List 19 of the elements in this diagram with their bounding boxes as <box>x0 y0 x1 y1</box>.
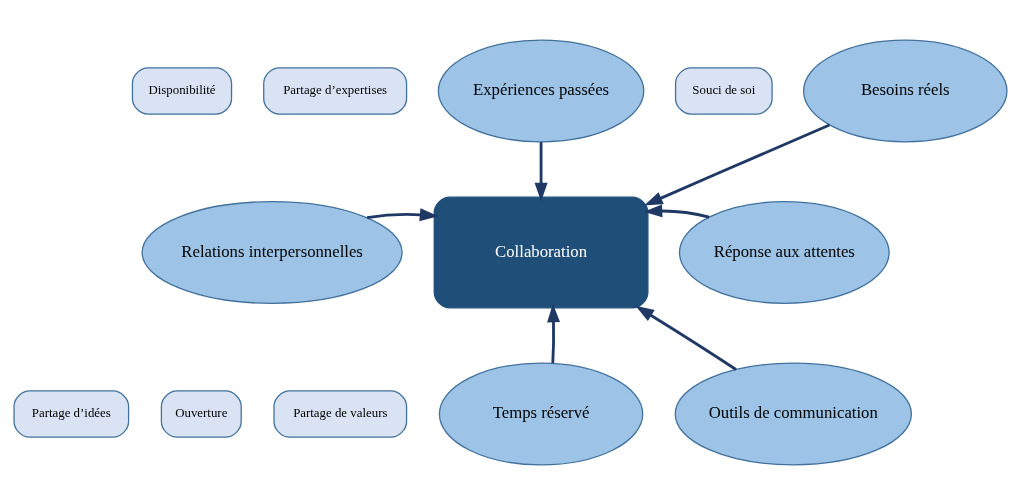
node-ellipse: Relations interpersonnelles <box>141 200 403 304</box>
arrow <box>644 123 831 206</box>
node-ellipse: Besoins réels <box>802 39 1008 142</box>
node-box: Ouverture <box>160 389 242 438</box>
node-ellipse: Outils de communication <box>674 362 913 465</box>
arrow <box>366 207 439 221</box>
node-ellipse: Expériences passées <box>437 39 645 142</box>
arrow <box>635 305 737 371</box>
arrow <box>534 141 548 201</box>
arrow <box>643 203 710 218</box>
node-box: Partage d’expertises <box>263 66 408 115</box>
node-box: Collaboration <box>433 196 649 308</box>
node-box: Partage d’idées <box>13 389 130 438</box>
arrow <box>547 303 561 363</box>
node-ellipse: Temps réservé <box>438 362 644 465</box>
node-box: Souci de soi <box>674 66 773 115</box>
node-box: Partage de valeurs <box>273 389 408 438</box>
node-ellipse: Réponse aux attentes <box>678 200 890 304</box>
node-box: Disponibilité <box>131 66 233 115</box>
